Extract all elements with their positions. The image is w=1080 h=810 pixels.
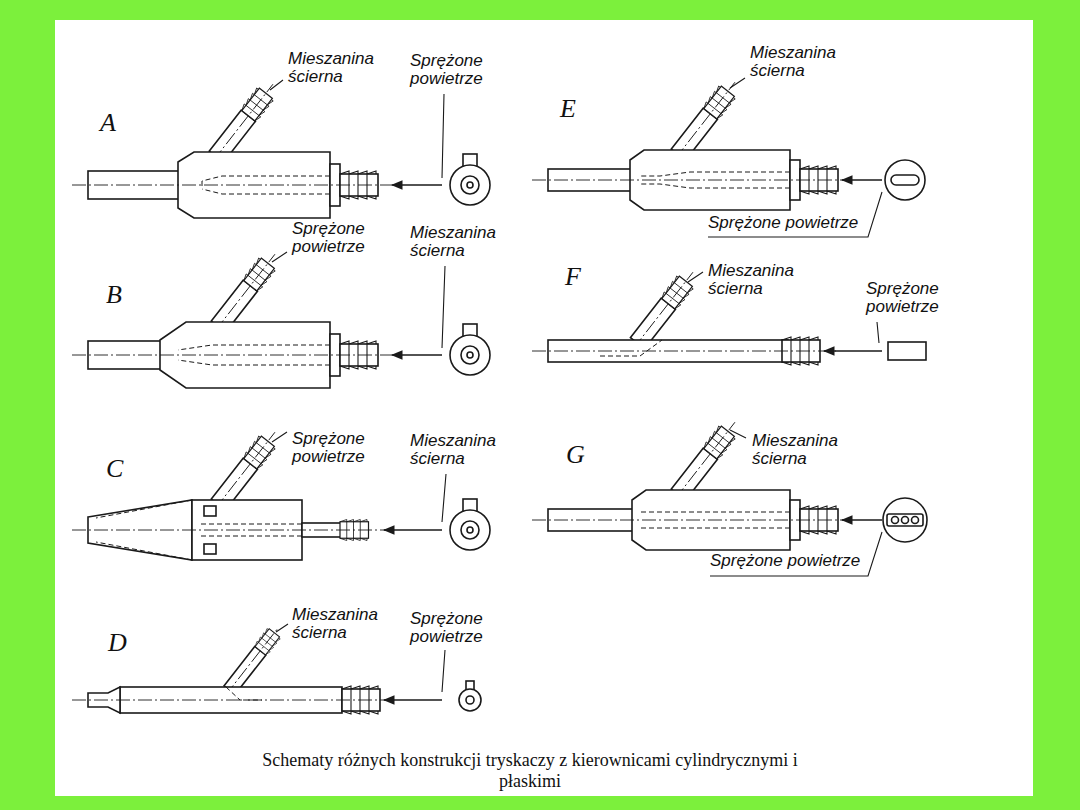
nozzle-b <box>72 248 490 388</box>
figure-letter: G <box>566 442 585 468</box>
figure-letter: E <box>560 96 576 122</box>
figure-letter: C <box>106 456 123 482</box>
part-label: Sprężone powietrze <box>292 220 392 257</box>
part-label: Mieszanina ścierna <box>752 432 852 469</box>
part-label: Sprężone powietrze <box>410 610 510 647</box>
part-label: Mieszanina ścierna <box>410 432 510 469</box>
part-label: Mieszanina ścierna <box>292 606 392 643</box>
part-label: Sprężone powietrze <box>410 52 510 89</box>
part-label: Mieszanina ścierna <box>410 224 510 261</box>
part-label: Sprężone powietrze <box>866 280 966 317</box>
figure-letter: A <box>100 110 116 136</box>
figure-letter: D <box>108 630 127 656</box>
nozzle-g <box>532 416 927 576</box>
part-label: Sprężone powietrze <box>710 552 860 570</box>
part-label: Sprężone powietrze <box>292 430 392 467</box>
figure-caption: Schematy różnych konstrukcji tryskaczy z… <box>250 750 810 791</box>
part-label: Mieszanina ścierna <box>750 44 850 81</box>
part-label: Mieszanina ścierna <box>708 262 808 299</box>
part-label: Sprężone powietrze <box>708 214 858 232</box>
page-sheet <box>55 20 1033 796</box>
part-label: Mieszanina ścierna <box>288 50 388 87</box>
nozzle-e <box>532 76 925 237</box>
figure-letter: B <box>106 282 122 308</box>
nozzle-a <box>72 78 490 218</box>
figure-letter: F <box>565 264 581 290</box>
